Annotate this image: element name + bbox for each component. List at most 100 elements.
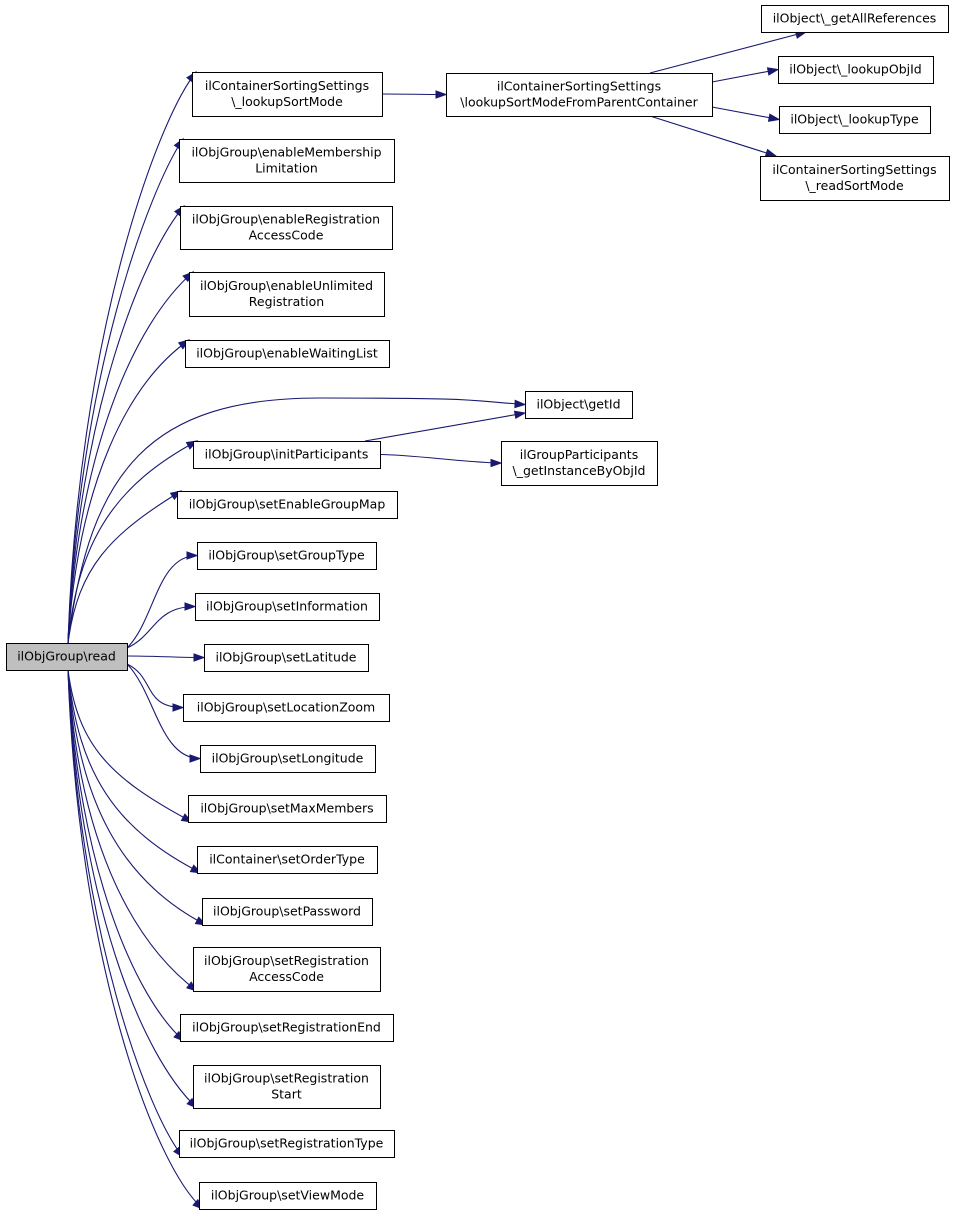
edge-initParticipants-to-getId — [364, 410, 527, 442]
node-setRegistrationType[interactable]: ilObjGroup\setRegistrationType — [179, 1130, 395, 1158]
arrow-head-icon — [184, 602, 197, 611]
node-label: ilObjGroup\setGroupType — [208, 548, 365, 563]
node-label: ilObject\getId — [536, 397, 620, 412]
node-label: \_readSortMode — [805, 178, 904, 193]
edge-line — [67, 669, 207, 926]
node-lookupObjId[interactable]: ilObject\_lookupObjId — [778, 56, 934, 84]
node-setPassword[interactable]: ilObjGroup\setPassword — [202, 898, 373, 926]
node-label: ilContainerSortingSettings — [497, 79, 661, 94]
arrow-head-icon — [172, 703, 185, 712]
node-box — [185, 340, 390, 368]
node-label: ilObjGroup\setInformation — [206, 599, 368, 614]
node-label: AccessCode — [249, 228, 324, 243]
node-read[interactable]: ilObjGroup\read — [6, 643, 128, 671]
node-label: ilObjGroup\setRegistrationEnd — [192, 1020, 381, 1035]
node-box — [179, 139, 395, 183]
node-box — [202, 898, 373, 926]
node-box — [200, 745, 376, 773]
node-box — [199, 1182, 377, 1210]
node-label: AccessCode — [249, 969, 324, 984]
node-label: ilObjGroup\setViewMode — [211, 1188, 365, 1203]
edge-read-to-setInformation — [126, 602, 197, 649]
node-box — [446, 73, 713, 117]
node-initParticipants[interactable]: ilObjGroup\initParticipants — [193, 441, 381, 469]
node-getAllReferences[interactable]: ilObject\_getAllReferences — [761, 5, 949, 33]
node-setLongitude[interactable]: ilObjGroup\setLongitude — [200, 745, 376, 773]
node-label: ilObject\_lookupType — [790, 112, 919, 127]
node-box — [197, 846, 378, 874]
node-label: ilObjGroup\setEnableGroupMap — [189, 497, 386, 512]
node-setLocationZoom[interactable]: ilObjGroup\setLocationZoom — [183, 694, 390, 722]
node-label: ilObjGroup\setRegistrationType — [190, 1136, 384, 1151]
node-lookupSortModeFromParent[interactable]: ilContainerSortingSettings\lookupSortMod… — [446, 73, 713, 117]
node-label: \lookupSortModeFromParentContainer — [460, 95, 698, 110]
node-label: ilContainerSortingSettings — [205, 78, 369, 93]
node-label: ilObjGroup\setLocationZoom — [197, 700, 375, 715]
edge-read-to-setRegistrationType — [67, 669, 184, 1159]
node-setLatitude[interactable]: ilObjGroup\setLatitude — [204, 644, 369, 672]
node-label: ilObjGroup\setMaxMembers — [200, 801, 373, 816]
node-setEnableGroupMap[interactable]: ilObjGroup\setEnableGroupMap — [177, 491, 398, 519]
edge-line — [364, 412, 526, 442]
node-enableWaitingList[interactable]: ilObjGroup\enableWaitingList — [185, 340, 390, 368]
edge-read-to-getId — [67, 397, 527, 644]
node-box — [501, 441, 658, 486]
node-setViewMode[interactable]: ilObjGroup\setViewMode — [199, 1182, 377, 1210]
node-label: Limitation — [255, 161, 318, 176]
edge-read-to-setViewMode — [67, 669, 205, 1210]
node-label: ilGroupParticipants — [520, 447, 638, 462]
node-label: ilObjGroup\enableWaitingList — [196, 346, 378, 361]
node-box — [195, 593, 380, 621]
node-label: ilObjGroup\enableUnlimited — [200, 278, 373, 293]
node-box — [760, 156, 950, 201]
node-box — [193, 947, 381, 992]
edge-read-to-enableMembershipLimitation — [67, 137, 184, 644]
edge-line — [67, 71, 197, 644]
node-readSortMode[interactable]: ilContainerSortingSettings\_readSortMode — [760, 156, 950, 201]
edge-line — [67, 669, 193, 823]
edge-line — [67, 669, 202, 874]
arrow-head-icon — [490, 458, 503, 468]
node-setRegistrationEnd[interactable]: ilObjGroup\setRegistrationEnd — [180, 1014, 394, 1042]
edge-line — [67, 669, 184, 1158]
node-box — [779, 106, 931, 134]
node-setGroupType[interactable]: ilObjGroup\setGroupType — [197, 542, 377, 570]
edge-line — [126, 663, 184, 709]
edge-line — [126, 655, 205, 659]
node-box — [180, 206, 393, 250]
node-label: ilObjGroup\setRegistration — [204, 1071, 369, 1086]
arrow-head-icon — [435, 90, 448, 99]
edge-line — [67, 669, 185, 1042]
node-getId[interactable]: ilObject\getId — [525, 391, 633, 419]
node-label: ilObjGroup\setLatitude — [215, 650, 356, 665]
node-setOrderType[interactable]: ilContainer\setOrderType — [197, 846, 378, 874]
node-setInformation[interactable]: ilObjGroup\setInformation — [195, 593, 380, 621]
node-box — [204, 644, 369, 672]
edge-line — [67, 490, 182, 644]
edge-lookupSortModeFromParent-to-lookupType — [711, 106, 781, 122]
node-box — [193, 1065, 381, 1109]
node-label: ilObjGroup\setLongitude — [212, 751, 364, 766]
arrow-head-icon — [513, 410, 527, 420]
edge-line — [67, 205, 185, 644]
node-box — [525, 391, 633, 419]
node-lookupType[interactable]: ilObject\_lookupType — [779, 106, 931, 134]
edge-read-to-setOrderType — [67, 669, 203, 874]
node-box — [778, 56, 934, 84]
arrow-head-icon — [764, 148, 778, 157]
edge-line — [379, 453, 502, 464]
edge-line — [67, 440, 198, 644]
arrow-head-icon — [186, 551, 199, 560]
edge-line — [67, 669, 204, 1210]
node-label: \_lookupSortMode — [231, 94, 343, 109]
node-setMaxMembers[interactable]: ilObjGroup\setMaxMembers — [188, 795, 387, 823]
node-getInstanceByObjId[interactable]: ilGroupParticipants\_getInstanceByObjId — [501, 441, 658, 486]
node-label: ilObject\_getAllReferences — [773, 11, 937, 26]
node-lookupSortMode[interactable]: ilContainerSortingSettings\_lookupSortMo… — [192, 72, 383, 117]
